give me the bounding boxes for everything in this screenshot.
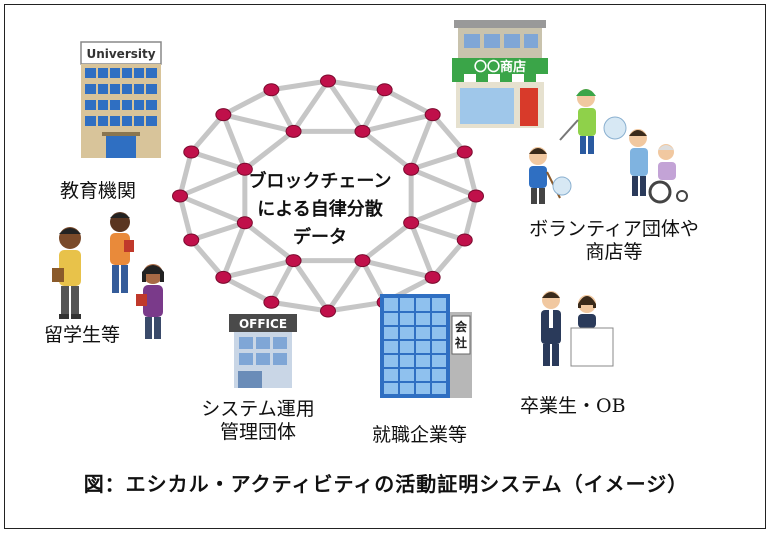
company-sign-text-2: 社 bbox=[454, 335, 467, 350]
network-edge bbox=[177, 193, 248, 226]
network-edge bbox=[408, 166, 479, 199]
network-edge bbox=[188, 149, 248, 172]
network-edge bbox=[242, 220, 297, 264]
network-node bbox=[354, 254, 371, 268]
network-node bbox=[236, 216, 253, 230]
company-sign-text-1: 会 bbox=[455, 319, 468, 334]
network-edge bbox=[188, 112, 226, 155]
blockchain-label-line3: データ bbox=[293, 227, 347, 248]
diagram-caption: 図：エシカル・アクティビティの活動証明システム（イメージ） bbox=[83, 472, 689, 496]
network-edge bbox=[325, 78, 388, 93]
network-edge bbox=[359, 258, 436, 280]
network-edge bbox=[291, 78, 331, 134]
network-node bbox=[263, 295, 280, 309]
network-edge bbox=[177, 149, 194, 199]
volunteers-icon bbox=[529, 89, 688, 204]
shop-icon: 〇〇商店 bbox=[452, 20, 548, 128]
network-edge bbox=[220, 274, 274, 305]
blockchain-label-line2: による自律分散 bbox=[257, 199, 383, 220]
network-edge bbox=[325, 78, 365, 134]
blockchain-label-line1: ブロックチェーン bbox=[248, 171, 392, 192]
graduates-label: 卒業生・OB bbox=[520, 395, 626, 417]
office-label: システム運用 管理団体 bbox=[188, 398, 328, 444]
network-edge bbox=[359, 220, 414, 264]
company-building-icon: 会 社 bbox=[380, 294, 472, 398]
network-edge bbox=[268, 299, 331, 314]
network-edge bbox=[325, 299, 388, 314]
network-edge bbox=[242, 128, 297, 172]
network-edge bbox=[268, 78, 331, 93]
network-edge bbox=[462, 149, 479, 199]
network-edge bbox=[220, 220, 248, 280]
network-node bbox=[236, 162, 253, 176]
students-label: 留学生等 bbox=[44, 324, 121, 346]
network-edge bbox=[408, 149, 468, 172]
network-node bbox=[424, 108, 441, 122]
network-node bbox=[320, 304, 336, 318]
network-node bbox=[468, 189, 484, 203]
volunteer-label: ボランティア団体や 商店等 bbox=[514, 218, 714, 264]
network-edge bbox=[188, 220, 248, 243]
network-edge bbox=[220, 87, 274, 118]
graduates-icon bbox=[541, 291, 614, 367]
network-edge bbox=[177, 193, 194, 243]
network-node bbox=[456, 233, 473, 247]
network-node bbox=[215, 108, 232, 122]
office-sign-text: OFFICE bbox=[239, 317, 287, 331]
network-edge bbox=[359, 112, 436, 134]
network-node bbox=[263, 83, 280, 97]
office-building-icon: OFFICE bbox=[229, 314, 297, 388]
network-node bbox=[172, 189, 188, 203]
network-edge bbox=[220, 112, 297, 134]
network-node bbox=[285, 254, 302, 268]
network-edge bbox=[382, 87, 436, 118]
network-node bbox=[183, 233, 200, 247]
network-edge bbox=[268, 258, 297, 305]
network-edge bbox=[408, 220, 468, 243]
network-edge bbox=[291, 258, 331, 314]
network-node bbox=[376, 83, 393, 97]
shop-sign-text: 〇〇商店 bbox=[474, 59, 526, 75]
network-edge bbox=[359, 128, 414, 172]
network-edge bbox=[430, 237, 468, 280]
company-label: 就職企業等 bbox=[372, 424, 468, 446]
university-building-icon: University bbox=[80, 41, 162, 158]
network-edge bbox=[325, 258, 365, 314]
network-edge bbox=[359, 87, 388, 134]
network-edge bbox=[188, 237, 226, 280]
network-edge bbox=[177, 166, 248, 199]
volunteer-label-line1: ボランティア団体や bbox=[529, 218, 699, 240]
network-node bbox=[424, 270, 441, 284]
network-edge bbox=[430, 112, 468, 155]
network-node bbox=[354, 124, 371, 138]
education-label: 教育機関 bbox=[60, 180, 137, 202]
network-edge bbox=[268, 87, 297, 134]
students-icon bbox=[52, 212, 164, 339]
office-label-line2: 管理団体 bbox=[219, 421, 296, 443]
network-edge bbox=[408, 193, 479, 226]
network-node bbox=[320, 74, 336, 88]
volunteer-label-line2: 商店等 bbox=[585, 241, 643, 263]
network-node bbox=[403, 162, 420, 176]
network-edge bbox=[220, 258, 297, 280]
office-label-line1: システム運用 bbox=[201, 398, 315, 420]
network-node bbox=[183, 145, 200, 159]
network-edge bbox=[220, 112, 248, 172]
network-edge bbox=[408, 112, 436, 172]
blockchain-label: ブロックチェーン による自律分散 データ bbox=[230, 168, 410, 252]
network-node bbox=[456, 145, 473, 159]
network-edge bbox=[462, 193, 479, 243]
network-node bbox=[285, 124, 302, 138]
network-node bbox=[215, 270, 232, 284]
university-sign-text: University bbox=[86, 47, 155, 61]
network-edge bbox=[408, 220, 436, 280]
network-node bbox=[403, 216, 420, 230]
